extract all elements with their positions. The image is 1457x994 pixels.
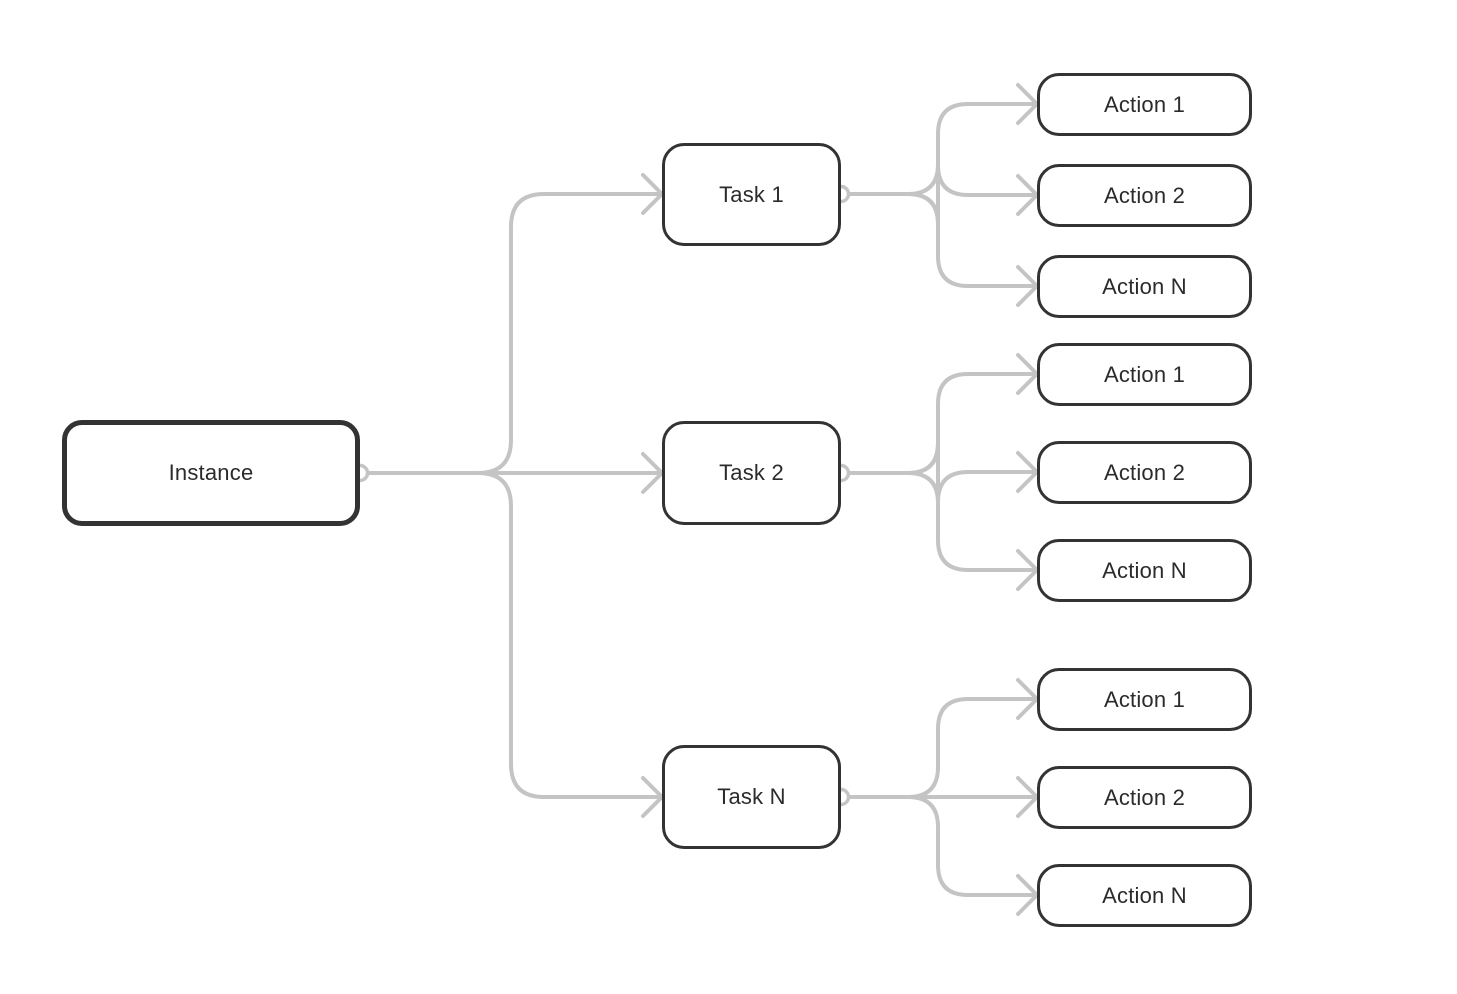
node-task-1-label: Task 1 <box>719 181 784 207</box>
node-task-n-action-n[interactable]: Action N <box>1037 864 1252 927</box>
node-task-2-action-1[interactable]: Action 1 <box>1037 343 1252 406</box>
node-task-n[interactable]: Task N <box>662 745 841 849</box>
node-task-2-action-2[interactable]: Action 2 <box>1037 441 1252 504</box>
node-action-label: Action 1 <box>1103 686 1186 712</box>
node-task-n-action-2[interactable]: Action 2 <box>1037 766 1252 829</box>
node-action-label: Action N <box>1102 557 1187 583</box>
edge-task-n-action-1 <box>839 697 1039 799</box>
edge-task-2-action-2 <box>839 441 1039 504</box>
node-task-1-action-2[interactable]: Action 2 <box>1037 164 1252 227</box>
node-action-label: Action 2 <box>1103 459 1186 485</box>
node-instance[interactable]: Instance <box>62 420 360 526</box>
node-task-1-action-n[interactable]: Action N <box>1037 255 1252 318</box>
node-task-1-action-1[interactable]: Action 1 <box>1037 73 1252 136</box>
node-task-1[interactable]: Task 1 <box>662 143 841 246</box>
node-task-n-label: Task N <box>717 784 786 809</box>
node-task-2-label: Task 2 <box>719 460 784 485</box>
connector-edges <box>358 83 1039 916</box>
node-action-label: Action 1 <box>1103 361 1186 387</box>
node-action-label: Action N <box>1102 882 1187 908</box>
node-action-label: Action 2 <box>1103 182 1186 208</box>
edge-instance-task-1 <box>358 192 664 475</box>
edge-task-2-action-n <box>839 471 1039 572</box>
node-task-2-action-n[interactable]: Action N <box>1037 539 1252 602</box>
edge-task-1-action-1 <box>839 102 1039 196</box>
node-action-label: Action N <box>1102 273 1187 299</box>
edge-task-n-action-n <box>839 795 1039 897</box>
node-task-n-action-1[interactable]: Action 1 <box>1037 668 1252 731</box>
edge-task-1-action-n <box>839 192 1039 288</box>
node-action-label: Action 1 <box>1103 91 1186 117</box>
node-task-2[interactable]: Task 2 <box>662 421 841 525</box>
node-instance-label: Instance <box>168 460 254 485</box>
edge-instance-task-n <box>358 471 664 799</box>
node-action-label: Action 2 <box>1103 784 1186 810</box>
